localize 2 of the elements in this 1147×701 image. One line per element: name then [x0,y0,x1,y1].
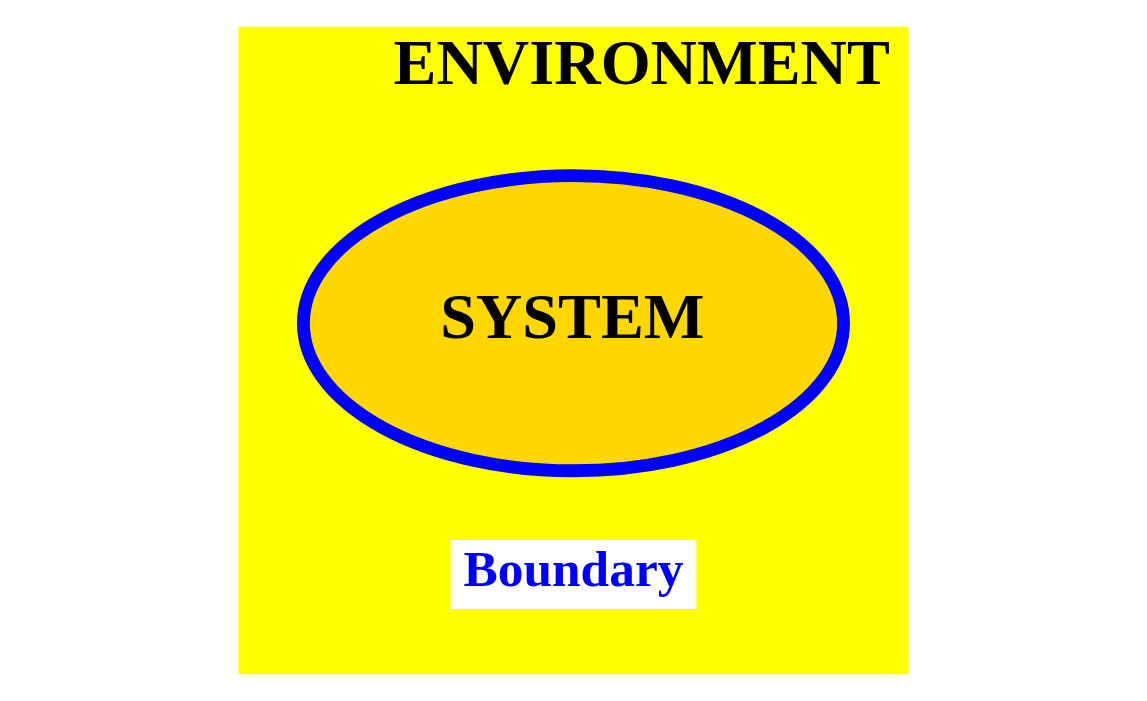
node-ellipse: SYSTEM [297,169,850,478]
label: Boundary [463,539,684,597]
